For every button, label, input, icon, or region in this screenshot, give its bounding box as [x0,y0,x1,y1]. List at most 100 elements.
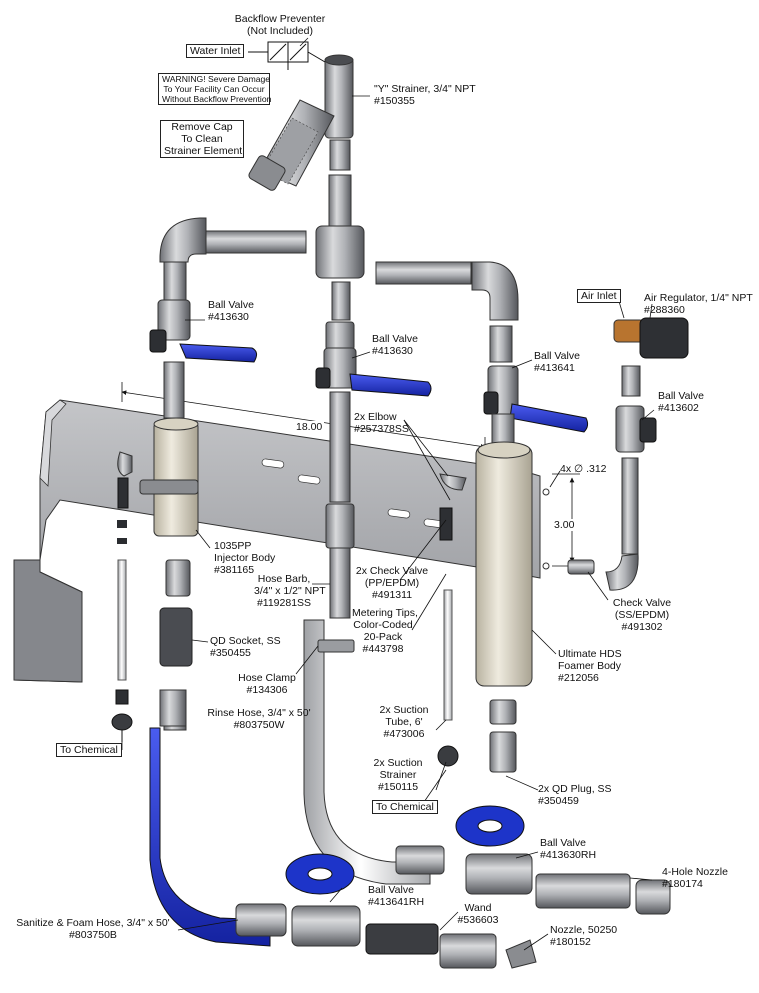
label-line: 2x Check Valve [355,565,429,577]
y-strainer-label: "Y" Strainer, 3/4" NPT #150355 [374,83,476,107]
hose-clamp-label: Hose Clamp #134306 [236,672,298,696]
check-valve-pp-label: 2x Check Valve (PP/EPDM) #491311 [352,565,432,601]
ball-valve-left-label: Ball Valve #413630 [208,299,254,323]
label-line: #803750W [233,719,285,731]
suction-tube-label: 2x Suction Tube, 6' #473006 [376,704,432,740]
nozzle-label: Nozzle, 50250 #180152 [550,924,617,948]
label-line: (PP/EPDM) [364,577,420,589]
foamer-body-label: Ultimate HDS Foamer Body #212056 [558,648,622,684]
backflow-preventer-symbol [248,41,326,70]
manifold-pipes [159,217,519,321]
ball-valve-right-label: Ball Valve #413641 [534,350,580,374]
foam-hose-label: Sanitize & Foam Hose, 3/4" x 50' #803750… [8,917,178,941]
label-line: #803750B [69,929,117,941]
rinse-hose-label: Rinse Hose, 3/4" x 50' #803750W [204,707,314,731]
label-line: #134306 [246,684,288,696]
label-line: Air Regulator, 1/4" NPT [644,292,753,304]
to-chemical-right-label: To Chemical [372,800,438,814]
label-line: Strainer [379,769,417,781]
label-line: #381165 [214,564,255,576]
label-line: #413641RH [368,896,425,908]
label-line: #413630RH [540,849,597,861]
qd-plug-label: 2x QD Plug, SS #350459 [538,783,612,807]
label-line: 2x QD Plug, SS [538,783,612,795]
label-line: Backflow Preventer [234,13,326,25]
label-line: #180152 [550,936,591,948]
metering-tips-label: Metering Tips, Color-Coded 20-Pack #4437… [352,607,418,655]
right-branch [437,325,595,773]
label-line: Without Backflow Prevention [162,94,272,104]
label-line: Injector Body [214,552,276,564]
label-line: "Y" Strainer, 3/4" NPT [374,83,476,95]
label-line: QD Socket, SS [210,635,281,647]
warning-note: WARNING! Severe Damage To Your Facility … [158,73,272,105]
label-line: Strainer Element [164,145,243,157]
label-line: Nozzle, 50250 [550,924,618,936]
rinse-hose [303,619,445,885]
center-piping [315,139,365,619]
qd-socket-label: QD Socket, SS #350455 [210,635,281,659]
label-line: #413602 [658,402,699,414]
label-line: Foamer Body [558,660,622,672]
ball-valve-air-label: Ball Valve #413602 [658,390,704,414]
label-line: Hose Clamp [238,672,296,684]
hose-barb-label: Hose Barb, 3/4" x 1/2" NPT #119281SS [254,573,326,609]
mounting-bracket [13,399,550,683]
label-line: Tube, 6' [385,716,423,728]
label-line: #288360 [644,304,685,316]
to-chemical-left-label: To Chemical [56,743,122,757]
label-line: To Clean [181,133,223,145]
label-line: WARNING! Severe Damage [162,74,271,84]
label-line: 20-Pack [363,631,403,643]
water-inlet-label: Water Inlet [186,44,245,58]
label-line: #536603 [457,914,499,926]
injector-body-label: 1035PP Injector Body #381165 [214,540,275,576]
check-valve-ss-label: Check Valve (SS/EPDM) #491302 [606,597,678,633]
label-line: Rinse Hose, 3/4" x 50' [207,707,311,719]
label-line: #491302 [621,621,663,633]
label-line: Color-Coded [353,619,413,631]
label-line: #150355 [374,95,415,107]
ball-valve-center-label: Ball Valve #413630 [372,333,418,357]
ball-valve-rh-left-label: Ball Valve #413641RH [368,884,424,908]
label-line: (SS/EPDM) [614,609,670,621]
y-strainer [248,54,354,191]
label-line: Hose Barb, [257,573,311,585]
label-line: #119281SS [256,597,312,609]
label-line: #413641 [534,362,575,374]
label-line: 3/4" x 1/2" NPT [254,585,326,597]
left-suction-tube [111,520,133,742]
backflow-preventer-label: Backflow Preventer (Not Included) [233,13,327,37]
label-line: Metering Tips, [352,607,418,619]
label-line: #350459 [538,795,579,807]
label-line: (Not Included) [247,25,313,37]
remove-cap-note: Remove Cap To Clean Strainer Element [160,120,244,158]
air-inlet-label: Air Inlet [577,289,621,303]
dimension-holes: 4x ∅ .312 [560,463,607,475]
four-hole-nozzle-label: 4-Hole Nozzle #180174 [662,866,728,890]
label-line: Ball Valve [534,350,580,362]
label-line: Check Valve [612,597,672,609]
label-line: Ball Valve [658,390,704,402]
label-line: 1035PP [214,540,252,552]
label-line: Ball Valve [540,837,586,849]
elbow-label: 2x Elbow #257378SS [354,411,409,435]
label-line: #413630 [208,311,249,323]
label-line: #350455 [210,647,251,659]
ball-valve-rh-right-label: Ball Valve #413630RH [540,837,596,861]
label-line: Ball Valve [372,333,418,345]
label-line: Ball Valve [368,884,414,896]
label-line: #491311 [371,589,413,601]
label-line: 2x Elbow [354,411,397,423]
center-ball-valve [315,347,432,397]
label-line: #212056 [558,672,599,684]
dimension-height: 3.00 [552,519,577,531]
label-line: Ball Valve [208,299,254,311]
label-line: #257378SS [354,423,409,435]
dimension-width: 18.00 [294,421,325,433]
air-regulator-label: Air Regulator, 1/4" NPT #288360 [644,292,753,316]
foam-hose [149,689,287,947]
label-line: To Your Facility Can Occur [163,84,265,94]
label-line: Remove Cap [171,121,233,133]
